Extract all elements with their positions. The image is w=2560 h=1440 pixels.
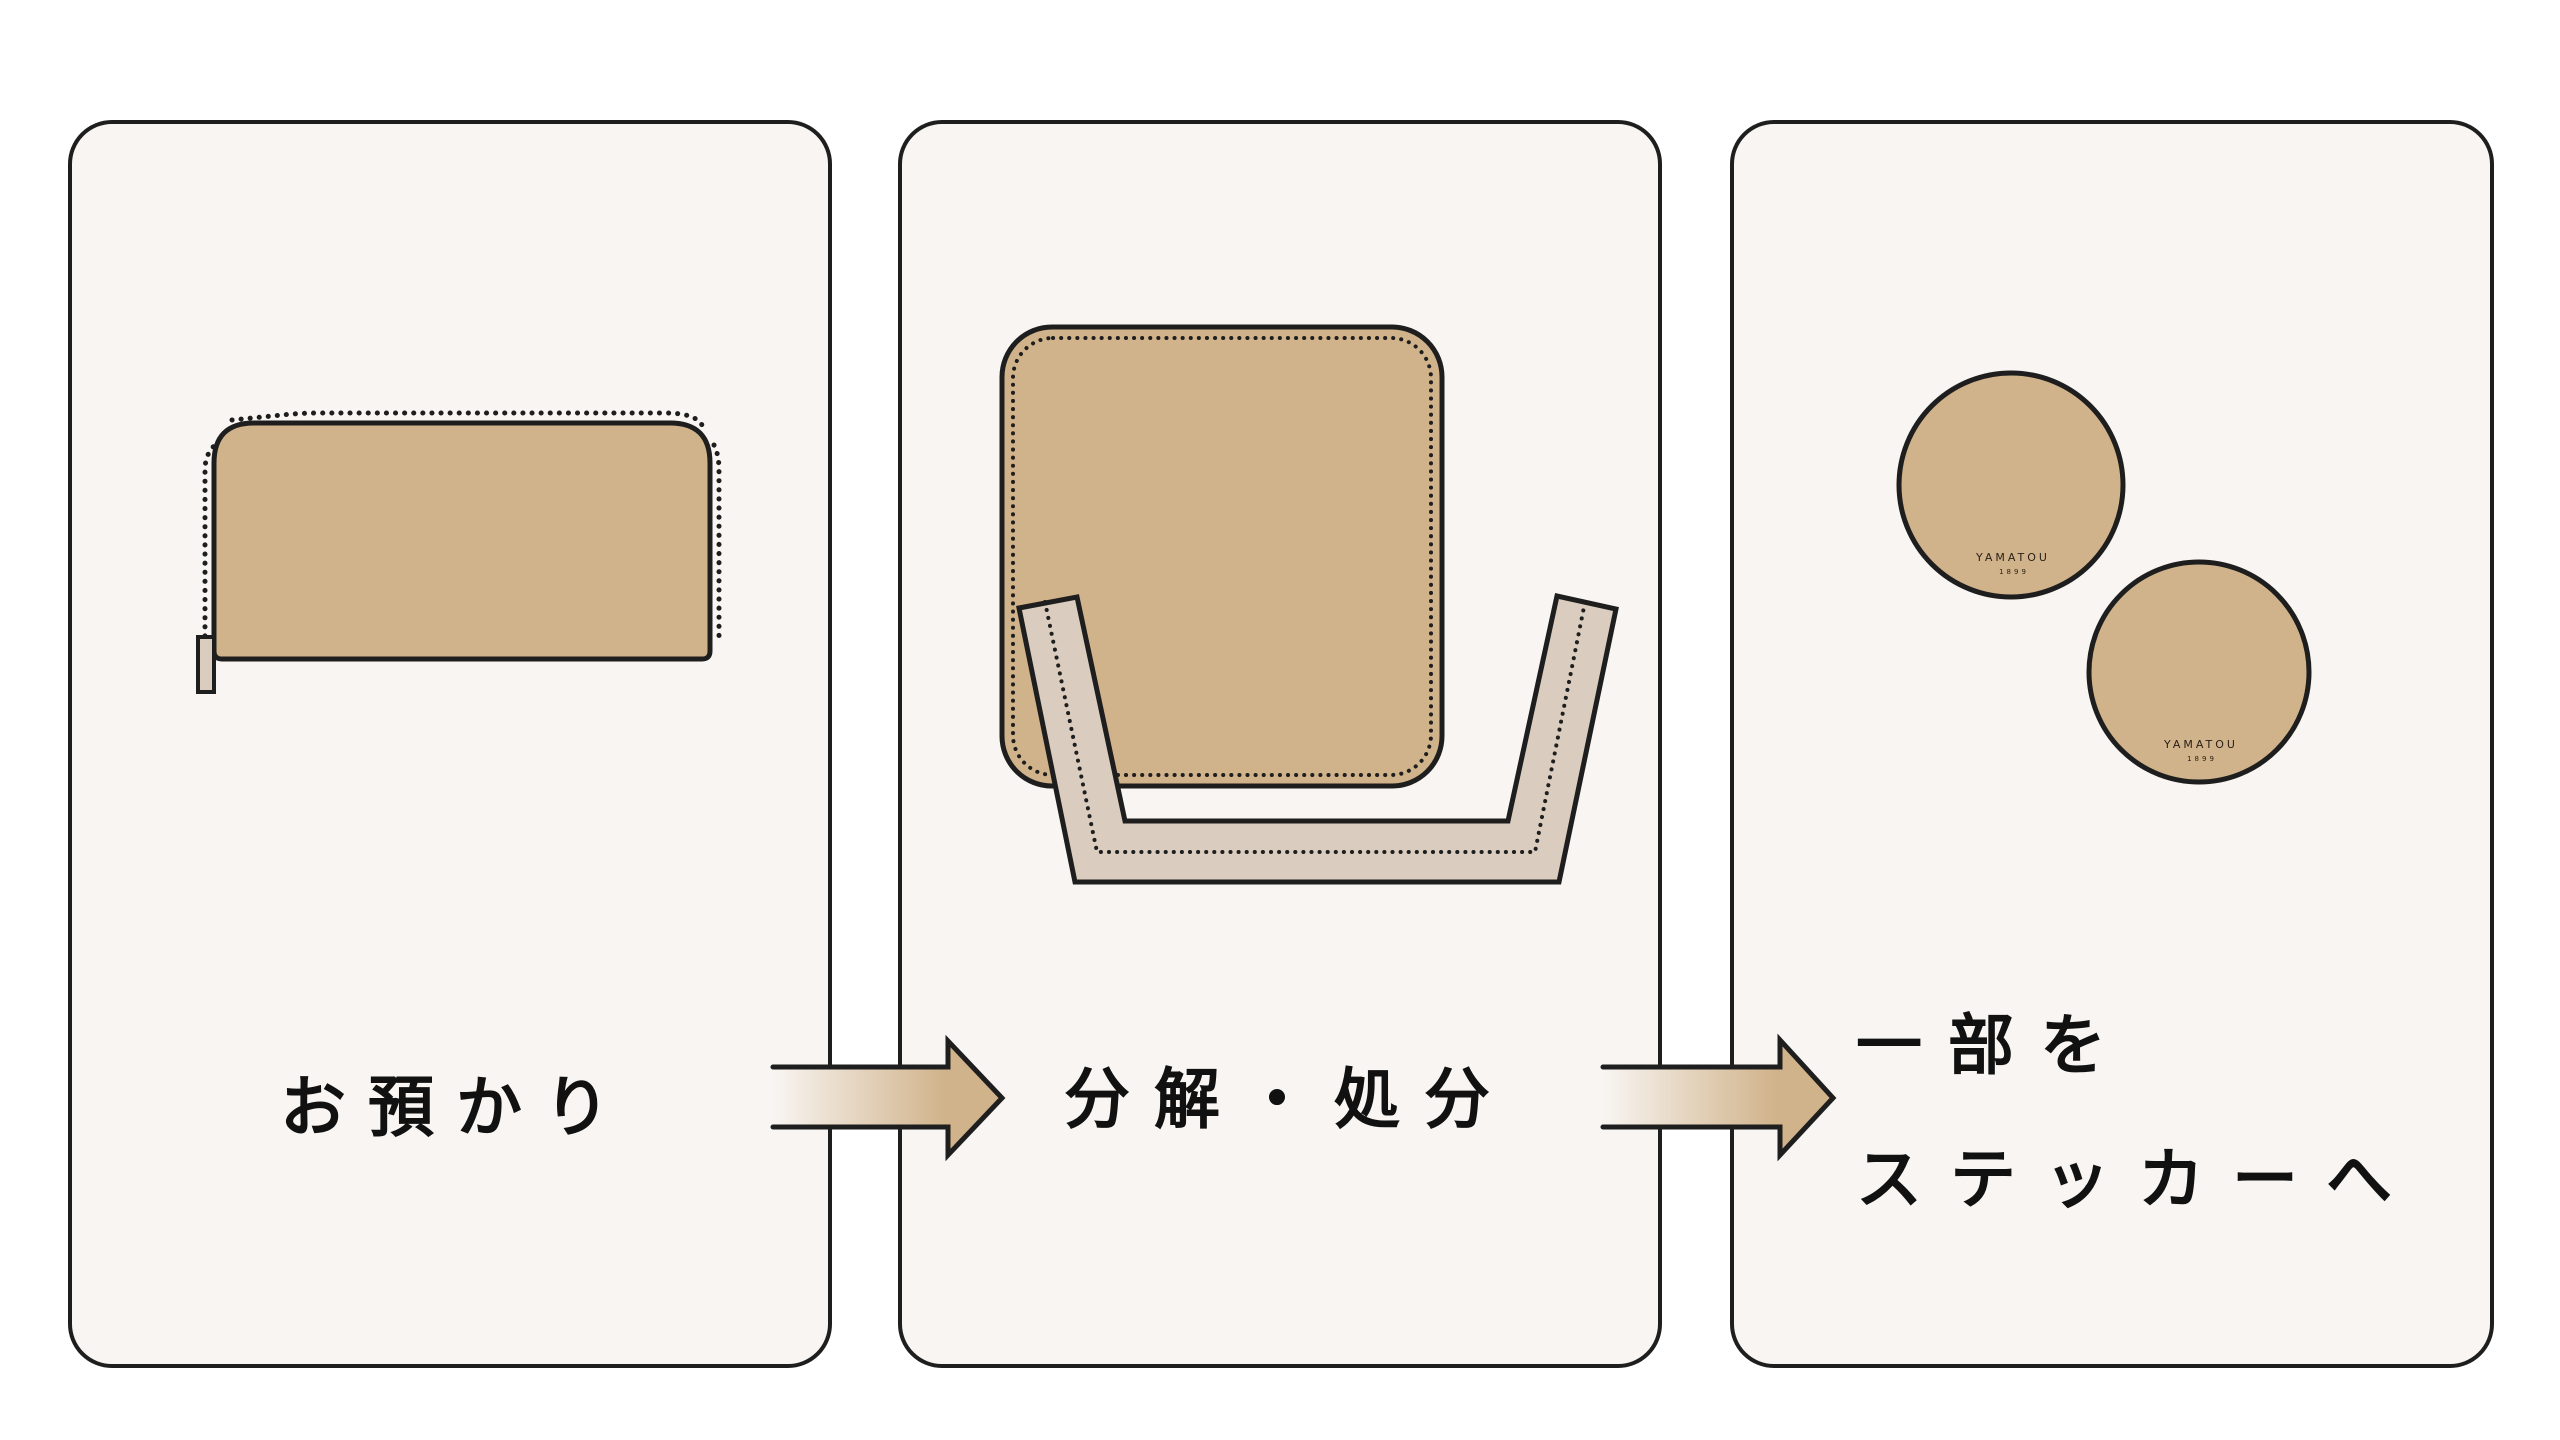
sticker-year: 1899 [1999, 568, 2029, 576]
step-card-sticker [1730, 120, 2494, 1368]
sticker-year: 1899 [2187, 755, 2217, 763]
step-label-deposit: お預かり [280, 1068, 632, 1146]
sticker-icon-1: YAMATOU 1899 [1896, 370, 2126, 600]
long-wallet-icon [196, 410, 722, 694]
arrow-right-icon [770, 1034, 1006, 1162]
sticker-brand: YAMATOU [1975, 551, 2050, 564]
step-card-deposit [68, 120, 832, 1368]
leather-panel-icon [999, 324, 1445, 789]
arrow-right-icon [1600, 1033, 1837, 1162]
step-label-disassemble: 分解・処分 [1064, 1060, 1514, 1138]
sticker-brand: YAMATOU [2163, 738, 2238, 751]
sticker-icon-2: YAMATOU 1899 [2086, 559, 2312, 785]
step-label-sticker-line-2: ステッカーへ [1856, 1140, 2420, 1218]
leather-strap-icon [1016, 593, 1619, 885]
step-label-sticker-line-1: 一部を [1856, 1006, 2132, 1084]
